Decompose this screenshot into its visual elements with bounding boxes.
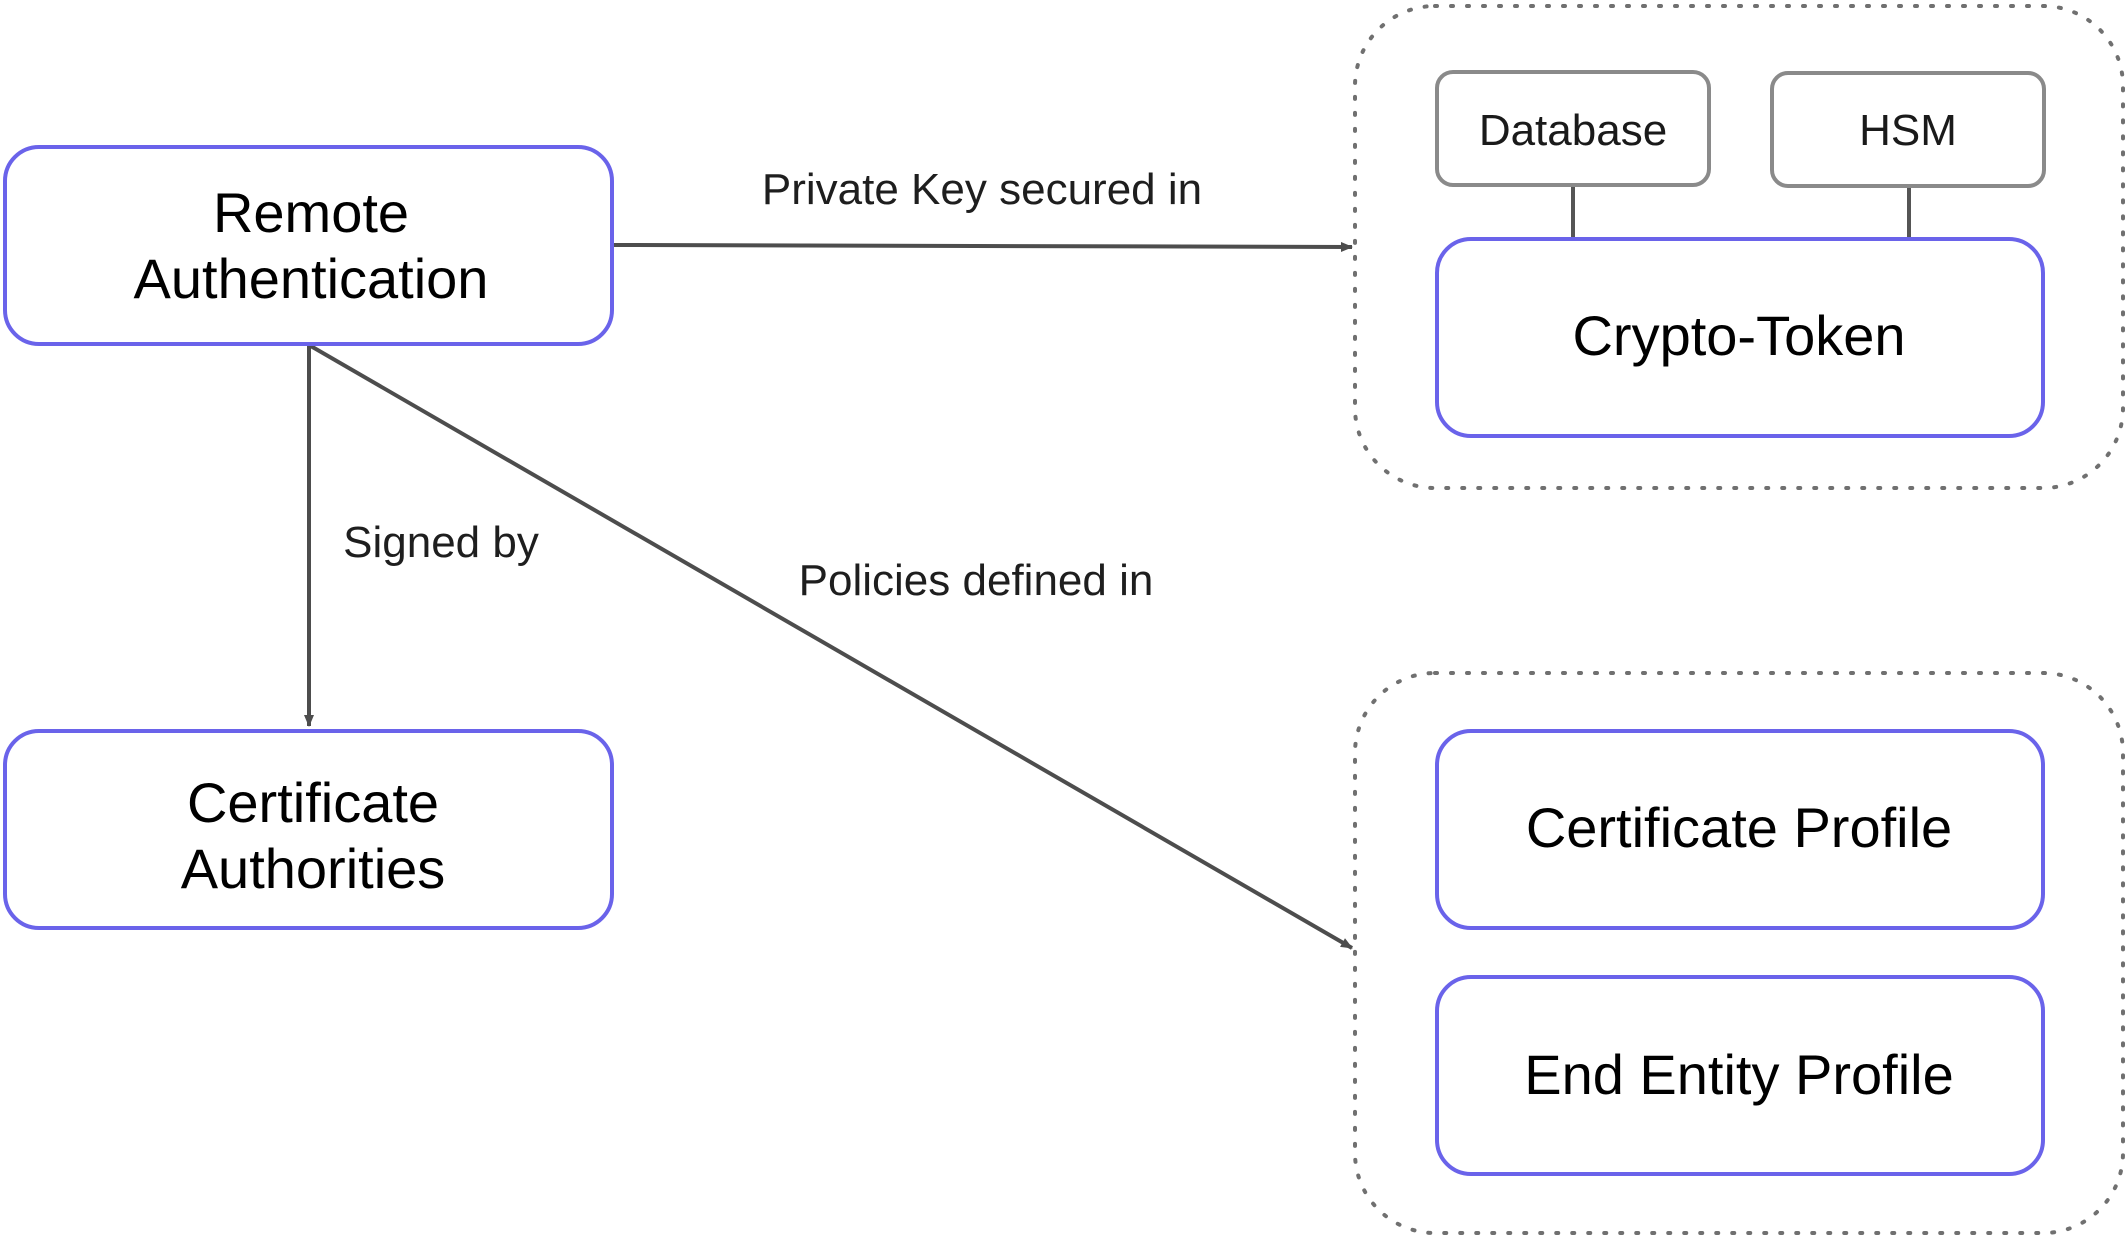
profile-group-container — [1353, 671, 2125, 1235]
private-key-arrow — [613, 241, 1353, 252]
certificate-authorities-node: Certificate Authorities — [3, 729, 614, 930]
signed-by-label: Signed by — [343, 518, 539, 567]
policies-label: Policies defined in — [799, 556, 1154, 605]
policies-arrow — [307, 343, 1354, 950]
crypto-token-label: Crypto-Token — [1572, 304, 1905, 367]
certificate-authorities-label-line2: Authorities — [181, 837, 446, 900]
hsm-label: HSM — [1859, 106, 1957, 155]
remote-authentication-label-line2: Authentication — [134, 247, 489, 310]
certificate-profile-node: Certificate Profile — [1435, 729, 2045, 930]
end-entity-profile-label: End Entity Profile — [1524, 1043, 1954, 1106]
remote-authentication-label-line1: Remote — [213, 181, 409, 244]
private-key-label: Private Key secured in — [762, 165, 1202, 214]
end-entity-profile-node: End Entity Profile — [1435, 975, 2045, 1176]
crypto-token-node: Crypto-Token — [1435, 237, 2045, 438]
certificate-profile-label: Certificate Profile — [1526, 796, 1952, 859]
crypto-group-container — [1353, 4, 2125, 490]
database-node: Database — [1435, 70, 1711, 187]
remote-authentication-node: Remote Authentication — [3, 145, 614, 346]
hsm-node: HSM — [1770, 71, 2046, 188]
database-label: Database — [1479, 106, 1667, 155]
certificate-authorities-label-line1: Certificate — [187, 771, 439, 834]
